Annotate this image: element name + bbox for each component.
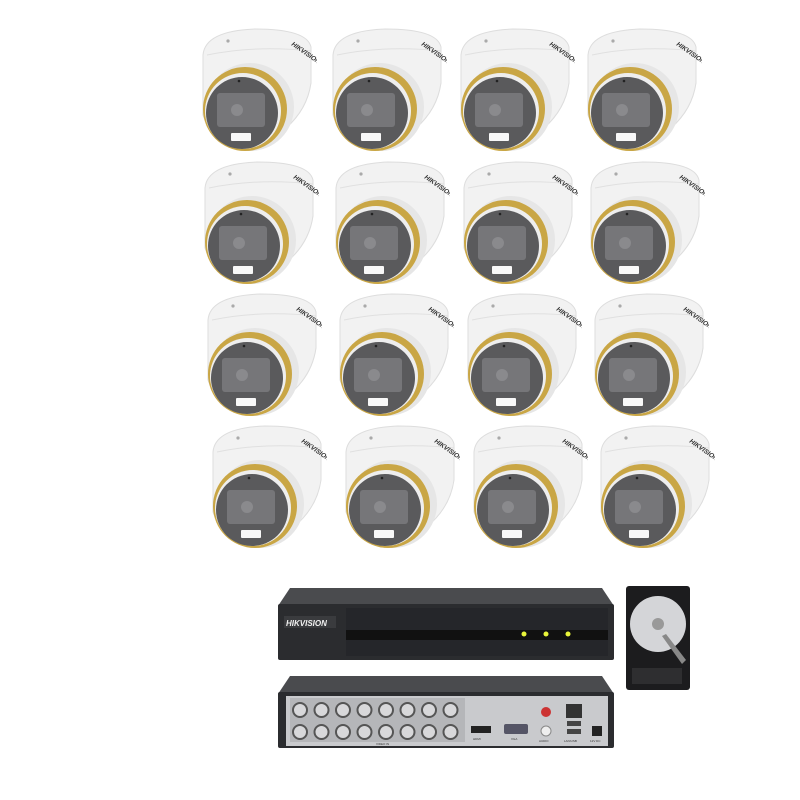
- bnc-video-input: [378, 724, 394, 740]
- hdmi-port: [471, 726, 491, 733]
- dome-camera: HIKVISION: [212, 425, 327, 548]
- dome-camera: HIKVISION: [467, 293, 582, 416]
- bnc-video-input: [399, 702, 416, 718]
- dome-camera: HIKVISION: [207, 293, 322, 416]
- dvr-brand-logo: HIKVISION: [286, 619, 327, 628]
- dvr-front: HIKVISION: [278, 588, 614, 660]
- bnc-video-input: [421, 724, 437, 740]
- bnc-video-input: [421, 702, 437, 718]
- power-port: [592, 726, 602, 736]
- dome-camera: HIKVISION: [345, 425, 460, 548]
- led-indicator: [565, 631, 571, 637]
- bnc-video-input: [442, 724, 459, 740]
- led-indicator: [543, 631, 549, 637]
- bnc-video-input: [335, 702, 351, 718]
- label-audio: AUDIO: [539, 739, 549, 743]
- label-lan-usb: LAN/USB: [564, 739, 577, 743]
- bnc-video-input: [335, 724, 351, 740]
- audio-out: [541, 707, 551, 717]
- bnc-video-input: [356, 724, 373, 740]
- dome-camera: HIKVISION: [460, 28, 575, 151]
- dome-camera: HIKVISION: [339, 293, 454, 416]
- usb-port: [567, 729, 581, 734]
- bnc-video-input: [442, 702, 459, 718]
- bnc-video-input: [313, 702, 330, 718]
- dome-camera: HIKVISION: [204, 161, 319, 284]
- audio-in: [540, 725, 552, 737]
- dome-camera: HIKVISION: [600, 425, 715, 548]
- label-power: 12V DC: [590, 739, 601, 743]
- vga-port: [504, 724, 528, 734]
- bnc-video-input: [399, 724, 416, 740]
- bnc-video-input: [292, 724, 308, 740]
- label-vga: VGA: [511, 737, 517, 741]
- dome-camera: HIKVISION: [335, 161, 450, 284]
- bnc-video-input: [292, 702, 308, 718]
- led-indicator: [521, 631, 527, 637]
- dome-camera: HIKVISION: [463, 161, 578, 284]
- dome-camera: HIKVISION: [332, 28, 447, 151]
- bnc-video-input: [378, 702, 394, 718]
- label-video-in: VIDEO IN: [376, 742, 389, 746]
- bnc-video-input: [356, 702, 373, 718]
- label-hdmi: HDMI: [473, 737, 481, 741]
- dome-camera: HIKVISION: [587, 28, 702, 151]
- hard-drive: [626, 586, 690, 690]
- bnc-video-input: [313, 724, 330, 740]
- dome-camera: HIKVISION: [202, 28, 317, 151]
- dome-camera: HIKVISION: [594, 293, 709, 416]
- dvr-rear: VIDEO IN HDMI VGA AUDIO LAN/USB 12V DC: [278, 676, 614, 748]
- dome-camera: HIKVISION: [590, 161, 705, 284]
- dome-camera: HIKVISION: [473, 425, 588, 548]
- usb-port: [567, 721, 581, 726]
- lan-port: [566, 704, 582, 718]
